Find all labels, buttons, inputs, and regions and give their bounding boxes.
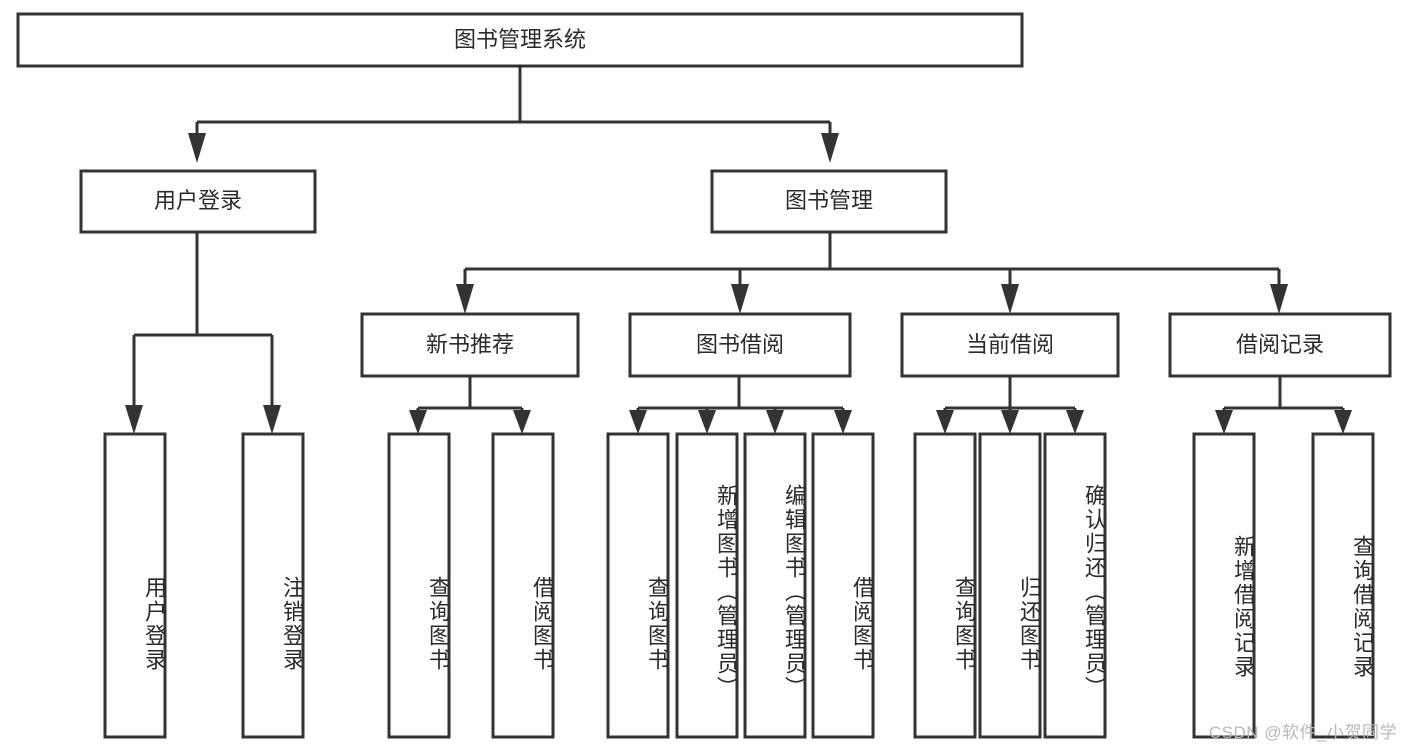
leaf-query-record-box[interactable] [1311, 432, 1375, 739]
connector-group-current-borrow-to-leaves [936, 376, 1084, 434]
arrow-head-new-book-recommend [456, 284, 474, 314]
arrow-head-leaf-borrow-book-2 [834, 410, 852, 434]
node-book-management-box[interactable] [710, 169, 948, 234]
arrow-head-leaf-return-book [1001, 410, 1019, 434]
connector-group-new-book-recommend-to-leaves [409, 376, 531, 434]
connector-group-book-borrow-to-leaves [629, 376, 852, 434]
node-user-login-label: 用户登录 [154, 188, 242, 213]
leaf-borrow-book-2-box[interactable] [811, 432, 875, 739]
arrow-head-leaf-borrow-book-1 [513, 410, 531, 434]
connector-group-borrow-record-to-leaves [1215, 376, 1352, 434]
leaf-query-book-1-box[interactable] [387, 432, 451, 739]
node-current-borrow[interactable]: 当前借阅 [900, 312, 1120, 378]
node-root-box[interactable] [16, 12, 1024, 68]
arrow-head-leaf-query-book-2 [629, 410, 647, 434]
arrow-head-leaf-edit-book [766, 410, 784, 434]
arrow-head-book-borrow [731, 284, 749, 314]
node-user-login-box[interactable] [79, 169, 317, 234]
node-borrow-record-box[interactable] [1168, 312, 1392, 378]
arrow-head-leaf-query-book-3 [936, 410, 954, 434]
arrow-head-leaf-confirm-return [1066, 410, 1084, 434]
csdn-watermark: CSDN @软件_小贺同学 [1208, 723, 1397, 742]
arrow-head-current-borrow [1001, 284, 1019, 314]
arrow-head-leaf-query-record [1334, 410, 1352, 434]
connector-group-root-to-level2 [188, 66, 839, 163]
leaf-query-book-2-box[interactable] [606, 432, 670, 739]
arrow-head-leaf-user-login [125, 405, 143, 434]
node-new-book-recommend-label: 新书推荐 [426, 332, 514, 357]
arrow-head-leaf-logout-login [263, 405, 281, 434]
leaf-return-book-box[interactable] [978, 432, 1042, 739]
leaf-query-book-3-box[interactable] [913, 432, 977, 739]
leaf-edit-book-box[interactable] [743, 432, 807, 739]
arrow-head-leaf-add-record [1215, 410, 1233, 434]
node-current-borrow-box[interactable] [900, 312, 1120, 378]
node-book-management-label: 图书管理 [785, 188, 873, 213]
node-new-book-recommend[interactable]: 新书推荐 [360, 312, 580, 378]
arrow-head-book-management [821, 133, 839, 163]
arrow-head-user-login [188, 133, 206, 163]
node-book-borrow-label: 图书借阅 [696, 332, 784, 357]
node-book-borrow[interactable]: 图书借阅 [628, 312, 852, 378]
node-root[interactable]: 图书管理系统 [16, 12, 1024, 68]
connector-group-user-login-to-leaves [125, 232, 281, 434]
node-new-book-recommend-box[interactable] [360, 312, 580, 378]
node-borrow-record-label: 借阅记录 [1236, 332, 1324, 357]
arrow-head-leaf-query-book-1 [409, 410, 427, 434]
leaf-add-record-box[interactable] [1192, 432, 1256, 739]
node-current-borrow-label: 当前借阅 [966, 332, 1054, 357]
node-root-label: 图书管理系统 [454, 27, 586, 52]
node-user-login[interactable]: 用户登录 [79, 169, 317, 234]
node-book-management[interactable]: 图书管理 [710, 169, 948, 234]
leaf-boxes [103, 432, 1375, 739]
node-book-borrow-box[interactable] [628, 312, 852, 378]
leaf-add-book-box[interactable] [675, 432, 739, 739]
arrow-head-borrow-record [1270, 284, 1288, 314]
leaf-confirm-return-box[interactable] [1043, 432, 1107, 739]
connector-group-book-management-to-level3 [456, 232, 1288, 314]
leaf-borrow-book-1-box[interactable] [491, 432, 555, 739]
arrow-head-leaf-add-book [698, 410, 716, 434]
leaf-logout-login-box[interactable] [241, 432, 305, 739]
leaf-user-login-box[interactable] [103, 432, 167, 739]
node-borrow-record[interactable]: 借阅记录 [1168, 312, 1392, 378]
